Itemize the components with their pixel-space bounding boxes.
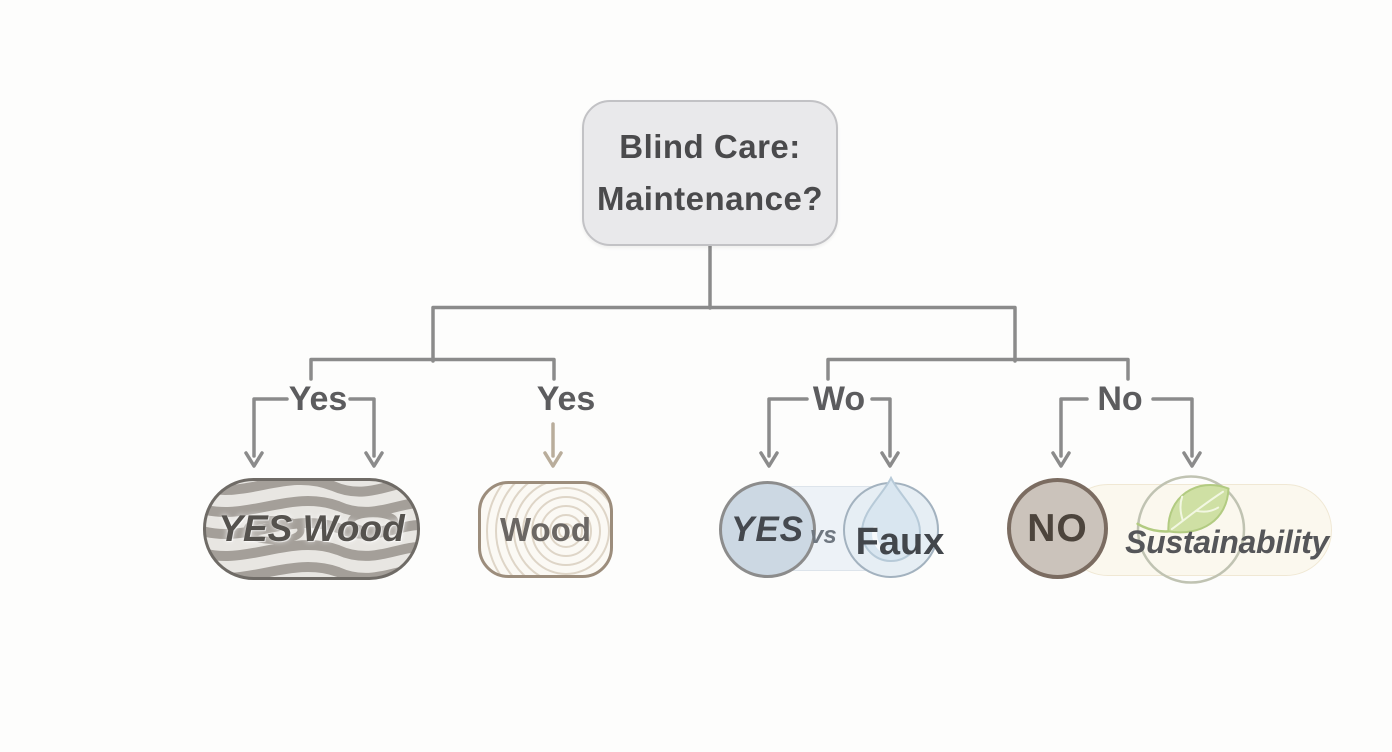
node-wood: Wood xyxy=(478,481,613,578)
bracket-no-left xyxy=(1059,397,1089,458)
bracket-yes1-left xyxy=(252,397,289,458)
bracket-no-right xyxy=(1151,397,1194,458)
branch-label-yes-2: Yes xyxy=(536,380,596,418)
connector-level2-right xyxy=(826,357,1130,381)
yes-wood-label: YES Wood xyxy=(218,508,405,549)
leaf-icon xyxy=(1136,475,1246,584)
root-node-title-line1: Blind Care: xyxy=(619,128,801,165)
no-circle: NO xyxy=(1007,478,1108,579)
node-label: Wood xyxy=(478,481,613,578)
arrow-down-icon xyxy=(880,451,900,468)
faux-label: Faux xyxy=(855,521,945,563)
connector-level1 xyxy=(431,305,1017,363)
branch-label-yes-1: Yes xyxy=(288,380,348,418)
no-label: NO xyxy=(1027,506,1088,550)
bracket-wo-right xyxy=(870,397,892,458)
node-yes-wood: YES Wood xyxy=(203,478,420,580)
yes-circle: YES xyxy=(719,481,816,578)
branch-label-no: No xyxy=(1097,380,1143,418)
root-node-title-line2: Maintenance? xyxy=(596,180,824,217)
wood-rings-icon xyxy=(478,481,613,578)
branch-label-wo: Wo xyxy=(812,380,866,418)
arrow-down-icon xyxy=(543,451,563,468)
arrow-down-icon xyxy=(759,451,779,468)
wood-grain-icon xyxy=(203,478,420,580)
yes-label: YES xyxy=(730,509,805,549)
vs-label: vs xyxy=(810,522,837,549)
bracket-wo-left xyxy=(767,397,809,458)
arrow-down-icon xyxy=(364,451,384,468)
connector-level2-left xyxy=(309,357,556,381)
node-label: YES Wood xyxy=(203,478,420,580)
water-drop-icon xyxy=(860,475,922,562)
arrow-down-icon xyxy=(244,451,264,468)
arrow-down-icon xyxy=(1051,451,1071,468)
bracket-yes1-right xyxy=(348,397,376,458)
root-node: Blind Care: Maintenance? xyxy=(582,100,838,246)
arrow-down-icon xyxy=(1182,451,1202,468)
sustainability-label: Sustainability xyxy=(1125,524,1329,560)
wood-label: Wood xyxy=(499,510,592,548)
